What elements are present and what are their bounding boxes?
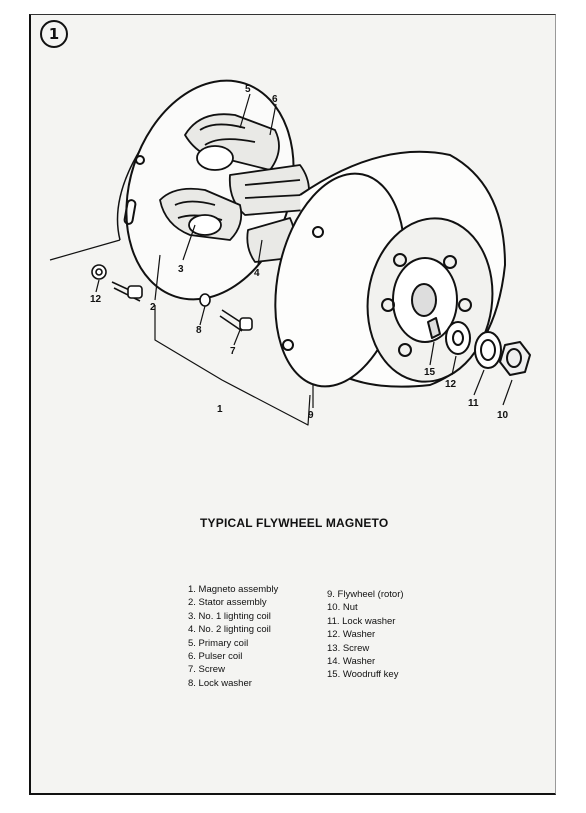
callout: 10 — [497, 410, 509, 421]
hardware-stack — [427, 317, 531, 376]
callout: 9 — [308, 410, 314, 421]
callout: 11 — [468, 398, 479, 409]
stator-screws — [91, 264, 253, 332]
legend-item: 1. Magneto assembly — [188, 584, 279, 595]
manual-page — [29, 14, 556, 795]
legend-item: 11. Lock washer — [327, 615, 396, 627]
callout: 8 — [196, 325, 202, 336]
legend-item: 10. Nut — [327, 602, 358, 614]
legend-item: 7. Screw — [188, 664, 225, 676]
callout: 12 — [445, 379, 457, 390]
legend-item: 5. Primary coil — [188, 637, 249, 649]
legend-item: 13. Screw — [327, 642, 370, 654]
legend-item: 15. Woodruff key — [327, 669, 399, 681]
callout: 2 — [150, 302, 156, 313]
callout: 4 — [254, 268, 260, 279]
legend-item: 4. No. 2 lighting coil — [188, 624, 271, 636]
legend-item: 6. Pulser coil — [188, 651, 243, 663]
callout: 1 — [217, 404, 223, 415]
legend-item: 14. Washer — [327, 656, 376, 668]
legend-item: 12. Washer — [327, 629, 376, 641]
callout: 6 — [272, 94, 278, 105]
legend-left: 1. Magneto assembly 2. Stator assembly 3… — [188, 583, 278, 690]
callout: 5 — [245, 84, 251, 95]
figure-number: 1 — [40, 20, 68, 48]
callout: 3 — [178, 264, 184, 275]
legend-item: 3. No. 1 lighting coil — [188, 610, 271, 622]
leader-lines — [49, 93, 513, 426]
callout: 12 — [90, 294, 102, 305]
callout-labels: 5 6 3 4 12 2 8 7 1 9 15 12 11 10 — [90, 84, 509, 421]
callout: 7 — [230, 346, 236, 357]
legend-right: 9. Flywheel (rotor) 10. Nut 11. Lock was… — [327, 588, 404, 682]
legend-item: 8. Lock washer — [188, 677, 252, 689]
stator-coils — [159, 113, 310, 263]
figure-title: TYPICAL FLYWHEEL MAGNETO — [200, 516, 389, 530]
legend-item: 9. Flywheel (rotor) — [327, 589, 404, 600]
callout: 15 — [424, 367, 436, 378]
legend-item: 2. Stator assembly — [188, 597, 267, 609]
